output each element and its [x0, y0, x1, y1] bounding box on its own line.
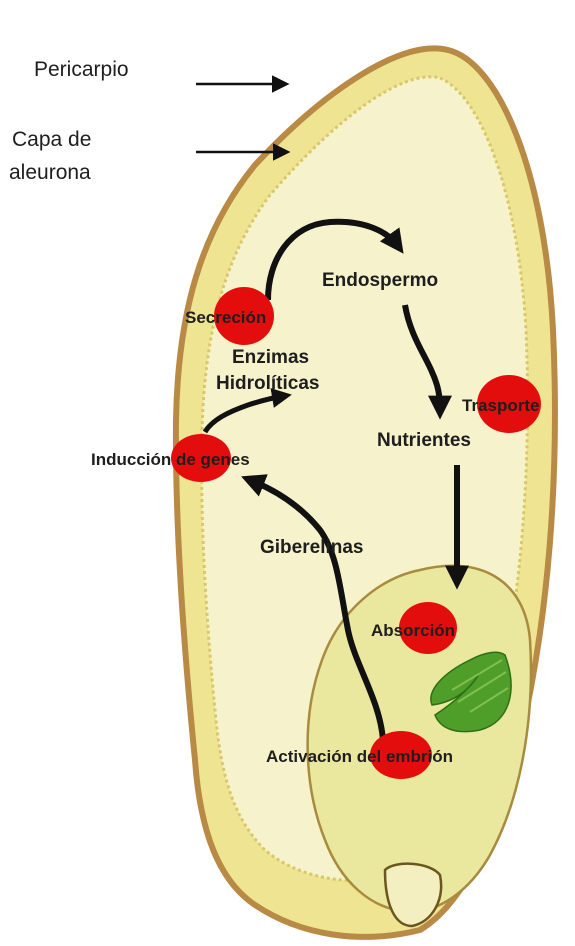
- trasporte-label: Trasporte: [462, 396, 539, 415]
- giberelinas-label: Giberelinas: [260, 537, 364, 558]
- capa-aleurona-label-line2: aleurona: [9, 161, 91, 184]
- endospermo-label: Endospermo: [322, 270, 438, 291]
- enzimas-label-line1: Enzimas: [232, 347, 309, 368]
- nutrientes-label: Nutrientes: [377, 430, 471, 451]
- induccion-label: Inducción de genes: [91, 450, 250, 469]
- secrecion-label: Secreción: [185, 308, 266, 327]
- capa-aleurona-label-line1: Capa de: [12, 128, 91, 151]
- enzimas-label-line2: Hidrolíticas: [216, 373, 319, 394]
- activacion-label: Activación del embrión: [266, 747, 453, 766]
- absorcion-label: Absorción: [371, 621, 455, 640]
- pericarpio-label: Pericarpio: [34, 58, 129, 81]
